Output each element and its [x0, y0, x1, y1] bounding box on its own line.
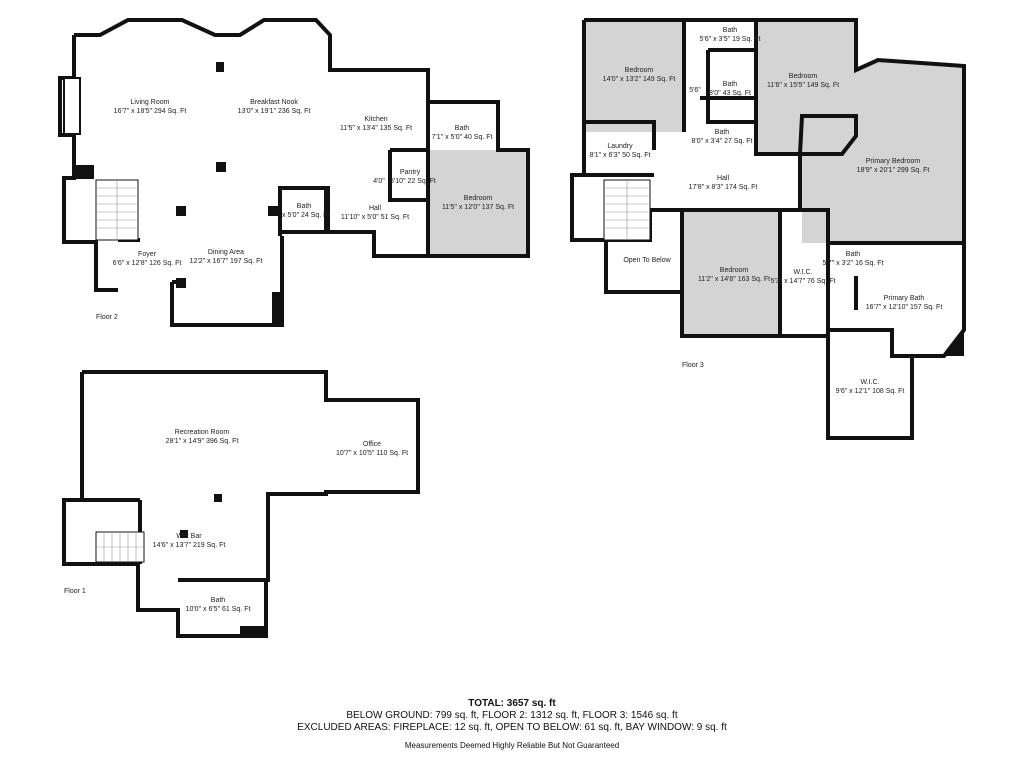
area-breakdown: BELOW GROUND: 799 sq. ft, FLOOR 2: 1312 … — [346, 710, 678, 721]
floor-1-columns — [180, 494, 266, 638]
pantry-width: 4'0" — [373, 178, 385, 185]
room-wic-a: W.I.C.5'3" x 14'7" 76 Sq. Ft — [770, 269, 836, 285]
total-area: TOTAL: 3657 sq. ft — [468, 698, 556, 709]
floor-1-label: Floor 1 — [64, 588, 86, 595]
floor-1-plan — [62, 370, 420, 638]
floor-1-stair-treads — [96, 532, 144, 562]
bath-f3b-width: 5'6" — [689, 87, 701, 94]
bedroom-f2-fill — [430, 150, 528, 255]
disclaimer: Measurements Deemed Highly Reliable But … — [404, 741, 620, 750]
room-open-to-below: Open To Below — [623, 257, 671, 264]
room-wic-b: W.I.C.9'6" x 12'1" 108 Sq. Ft — [835, 379, 905, 395]
floor-3-plan — [570, 18, 966, 440]
floor-2-stair-treads — [96, 180, 138, 240]
floor-2-plan — [58, 18, 530, 327]
floor-2-label: Floor 2 — [96, 314, 118, 321]
excluded-areas: EXCLUDED AREAS: FIREPLACE: 12 sq. ft, OP… — [297, 722, 727, 733]
floor-3-label: Floor 3 — [682, 362, 704, 369]
floor-2-columns — [74, 62, 282, 325]
